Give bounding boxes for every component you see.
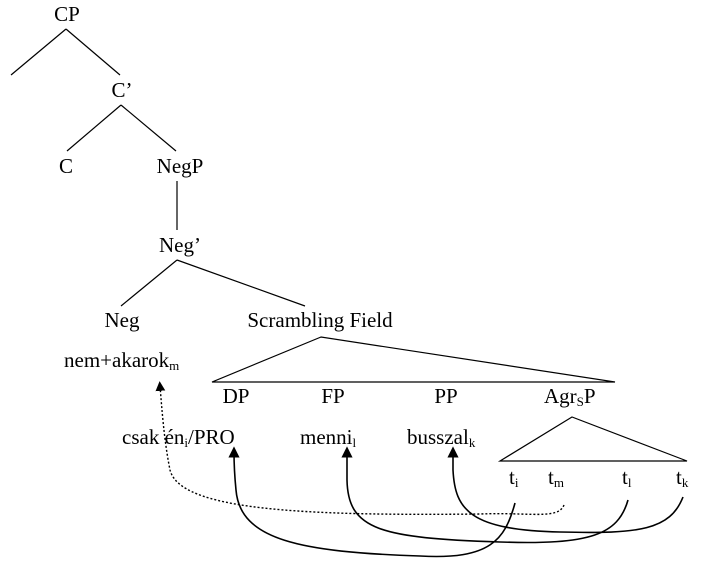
- node-dp: DP: [223, 384, 250, 408]
- movement-arrow-tk-to-busszal: [447, 446, 684, 534]
- node-agrsp: AgrSP: [544, 384, 596, 409]
- node-scrambling-field: Scrambling Field: [247, 308, 393, 332]
- branch-cbar-c: [66, 104, 122, 152]
- scrambling-triangle: [211, 336, 616, 383]
- node-pp: PP: [434, 384, 457, 408]
- branch-negbar-neg: [120, 259, 178, 307]
- movement-arrow-tl-to-menni: [341, 446, 629, 544]
- trace-m: tm: [548, 465, 564, 490]
- node-neg: Neg: [105, 308, 140, 332]
- branch-cp-cbar: [65, 28, 121, 76]
- movement-arrow-tm-to-nem-akarok: [155, 381, 565, 516]
- agrsp-triangle: [497, 416, 688, 462]
- node-cp: CP: [54, 2, 80, 26]
- trace-i: ti: [509, 465, 519, 490]
- trace-l: tl: [622, 465, 632, 490]
- word-nem-akarok: nem+akarokm: [64, 348, 179, 373]
- word-menni: mennil: [300, 425, 357, 450]
- branch-cp-left: [10, 28, 67, 76]
- tree-branches: [10, 28, 688, 462]
- branch-cbar-negp: [120, 104, 177, 152]
- word-busszal: busszalk: [407, 425, 476, 450]
- node-negp: NegP: [157, 154, 204, 178]
- movement-arrow-ti-to-csak-en: [228, 446, 516, 558]
- branch-negbar-scrambling: [176, 259, 306, 307]
- trace-k: tk: [676, 465, 689, 490]
- word-csak-en-pro: csak éni/PRO: [122, 425, 235, 450]
- node-c-bar: C’: [112, 78, 133, 102]
- node-fp: FP: [321, 384, 344, 408]
- node-c: C: [59, 154, 73, 178]
- node-neg-bar: Neg’: [159, 233, 201, 257]
